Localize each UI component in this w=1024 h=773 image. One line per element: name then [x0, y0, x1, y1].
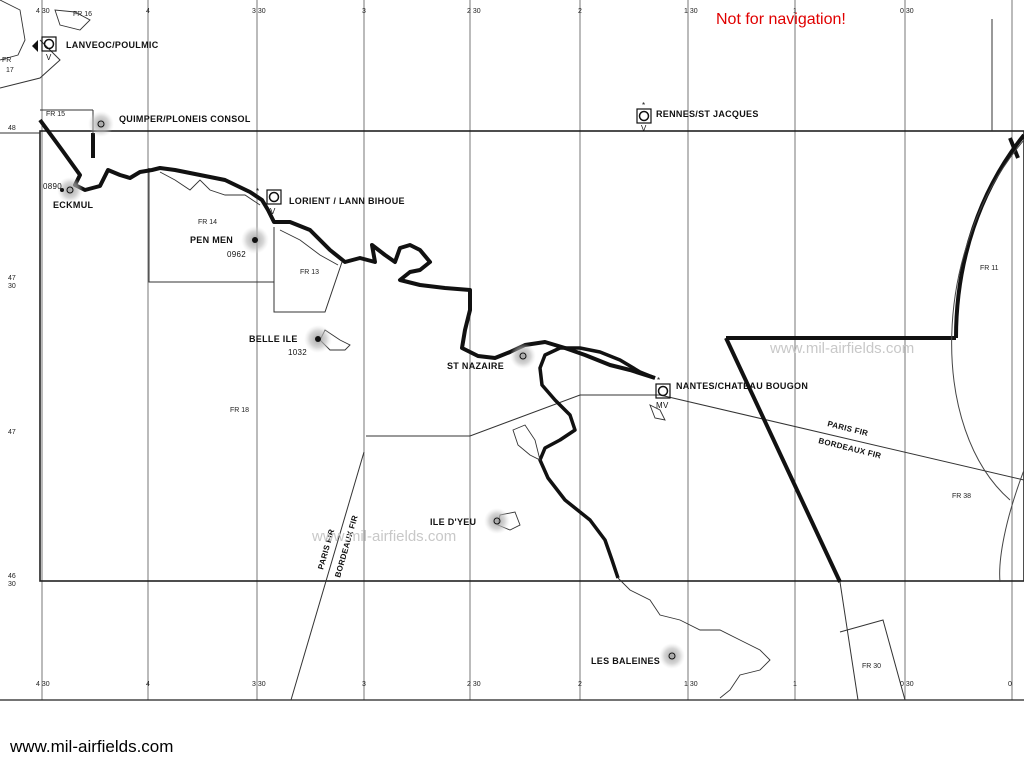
tick-top-0130: 1 30 — [684, 8, 698, 15]
belleile-dot — [315, 336, 321, 342]
region-labels: FR 16 FR 17 FR 15 FR 14 FR 13 FR 18 FR 1… — [2, 11, 999, 670]
tick-bottom-0430: 4 30 — [36, 681, 50, 688]
vor-lorient: * V — [256, 187, 282, 216]
label-nantes: NANTES/CHATEAU BOUGON — [676, 381, 808, 391]
region-fr14: FR 14 — [198, 219, 217, 226]
svg-text:30: 30 — [8, 283, 16, 290]
label-eckmul-freq: 0890 — [43, 182, 62, 191]
tick-bottom-3: 3 — [362, 681, 366, 688]
beacon-centers — [66, 120, 676, 660]
tick-top-3: 3 — [362, 8, 366, 15]
aerodrome-icon — [32, 40, 38, 52]
tick-left-4630: 46 — [8, 573, 16, 580]
label-penmen: PEN MEN — [190, 235, 233, 245]
tick-top-0430: 4 30 — [36, 8, 50, 15]
tick-top-1: 1 — [793, 8, 797, 15]
fir-boundary — [39, 130, 1024, 582]
region-fr18: FR 18 — [230, 407, 249, 414]
hatched-edges — [91, 133, 1024, 583]
coast-detail — [0, 0, 771, 699]
region-fr13: FR 13 — [300, 269, 319, 276]
coastline — [38, 118, 656, 579]
tick-top-2: 2 — [578, 8, 582, 15]
tick-top-4: 4 — [146, 8, 150, 15]
vor-nantes: * MV — [655, 376, 671, 410]
watermark-center: www.mil-airfields.com — [311, 528, 456, 545]
label-ileyeu: ILE D'YEU — [430, 517, 476, 527]
label-lanveoc: LANVEOC/POULMIC — [66, 40, 159, 50]
eckmul-dot — [60, 188, 64, 192]
vor-star-icon: * — [657, 376, 660, 385]
fir-label-bordeaux-south: BORDEAUX FIR — [333, 514, 359, 578]
label-lorient: LORIENT / LANN BIHOUE — [289, 196, 405, 206]
penmen-dot — [252, 237, 258, 243]
tick-bottom-0130: 1 30 — [684, 681, 698, 688]
region-fr17a: FR — [2, 57, 11, 64]
tick-labels: 4 30 4 3 30 3 2 30 2 1 30 1 0 30 4 30 4 … — [8, 8, 1012, 688]
vor-v-icon: V — [46, 53, 52, 62]
tick-top-0030: 0 30 — [900, 8, 914, 15]
region-fr15: FR 15 — [46, 111, 65, 118]
tick-bottom-1: 1 — [793, 681, 797, 688]
tick-bottom-0030: 0 30 — [900, 681, 914, 688]
footer-url[interactable]: www.mil-airfields.com — [10, 737, 174, 756]
label-quimper: QUIMPER/PLONEIS CONSOL — [119, 114, 251, 124]
label-baleines: LES BALEINES — [591, 656, 660, 666]
vor-star-icon: * — [642, 101, 645, 110]
tick-left-47: 47 — [8, 429, 16, 436]
tick-top-0330: 3 30 — [252, 8, 266, 15]
vor-v-icon: V — [641, 124, 647, 133]
label-belleile: BELLE ILE — [249, 334, 298, 344]
tick-bottom-0230: 2 30 — [467, 681, 481, 688]
tick-bottom-0330: 3 30 — [252, 681, 266, 688]
fir-label-bordeaux-east: BORDEAUX FIR — [818, 436, 883, 460]
tick-bottom-4: 4 — [146, 681, 150, 688]
tick-top-0230: 2 30 — [467, 8, 481, 15]
region-fr17b: 17 — [6, 67, 14, 74]
region-fr11: FR 11 — [980, 265, 999, 272]
tick-left-4730: 47 — [8, 275, 16, 282]
tick-left-48: 48 — [8, 125, 16, 132]
label-eckmul: ECKMUL — [53, 200, 93, 210]
vor-v-icon: V — [270, 207, 276, 216]
region-fr16: FR 16 — [73, 11, 92, 18]
tick-bottom-2: 2 — [578, 681, 582, 688]
region-fr38: FR 38 — [952, 493, 971, 500]
vor-lanveoc: V — [32, 36, 57, 62]
navigation-warning: Not for navigation! — [716, 11, 846, 28]
label-rennes: RENNES/ST JACQUES — [656, 109, 759, 119]
vor-star-icon: * — [256, 187, 259, 196]
label-penmen-freq: 0962 — [227, 250, 246, 259]
fir-arc — [951, 139, 1024, 501]
beacon-halos — [57, 111, 685, 669]
station-labels: LANVEOC/POULMIC QUIMPER/PLONEIS CONSOL R… — [43, 40, 808, 666]
tick-bottom-0: 0 — [1008, 681, 1012, 688]
label-belleile-freq: 1032 — [288, 348, 307, 357]
watermark-right: www.mil-airfields.com — [769, 340, 914, 357]
svg-text:30: 30 — [8, 581, 16, 588]
nantes-mv-label: MV — [656, 401, 669, 410]
fir-labels: PARIS FIR BORDEAUX FIR PARIS FIR BORDEAU… — [316, 419, 882, 578]
vor-rennes: * V — [636, 101, 652, 133]
label-stnazaire: ST NAZAIRE — [447, 361, 504, 371]
region-fr30: FR 30 — [862, 663, 881, 670]
fir-arc-lower — [999, 469, 1024, 583]
